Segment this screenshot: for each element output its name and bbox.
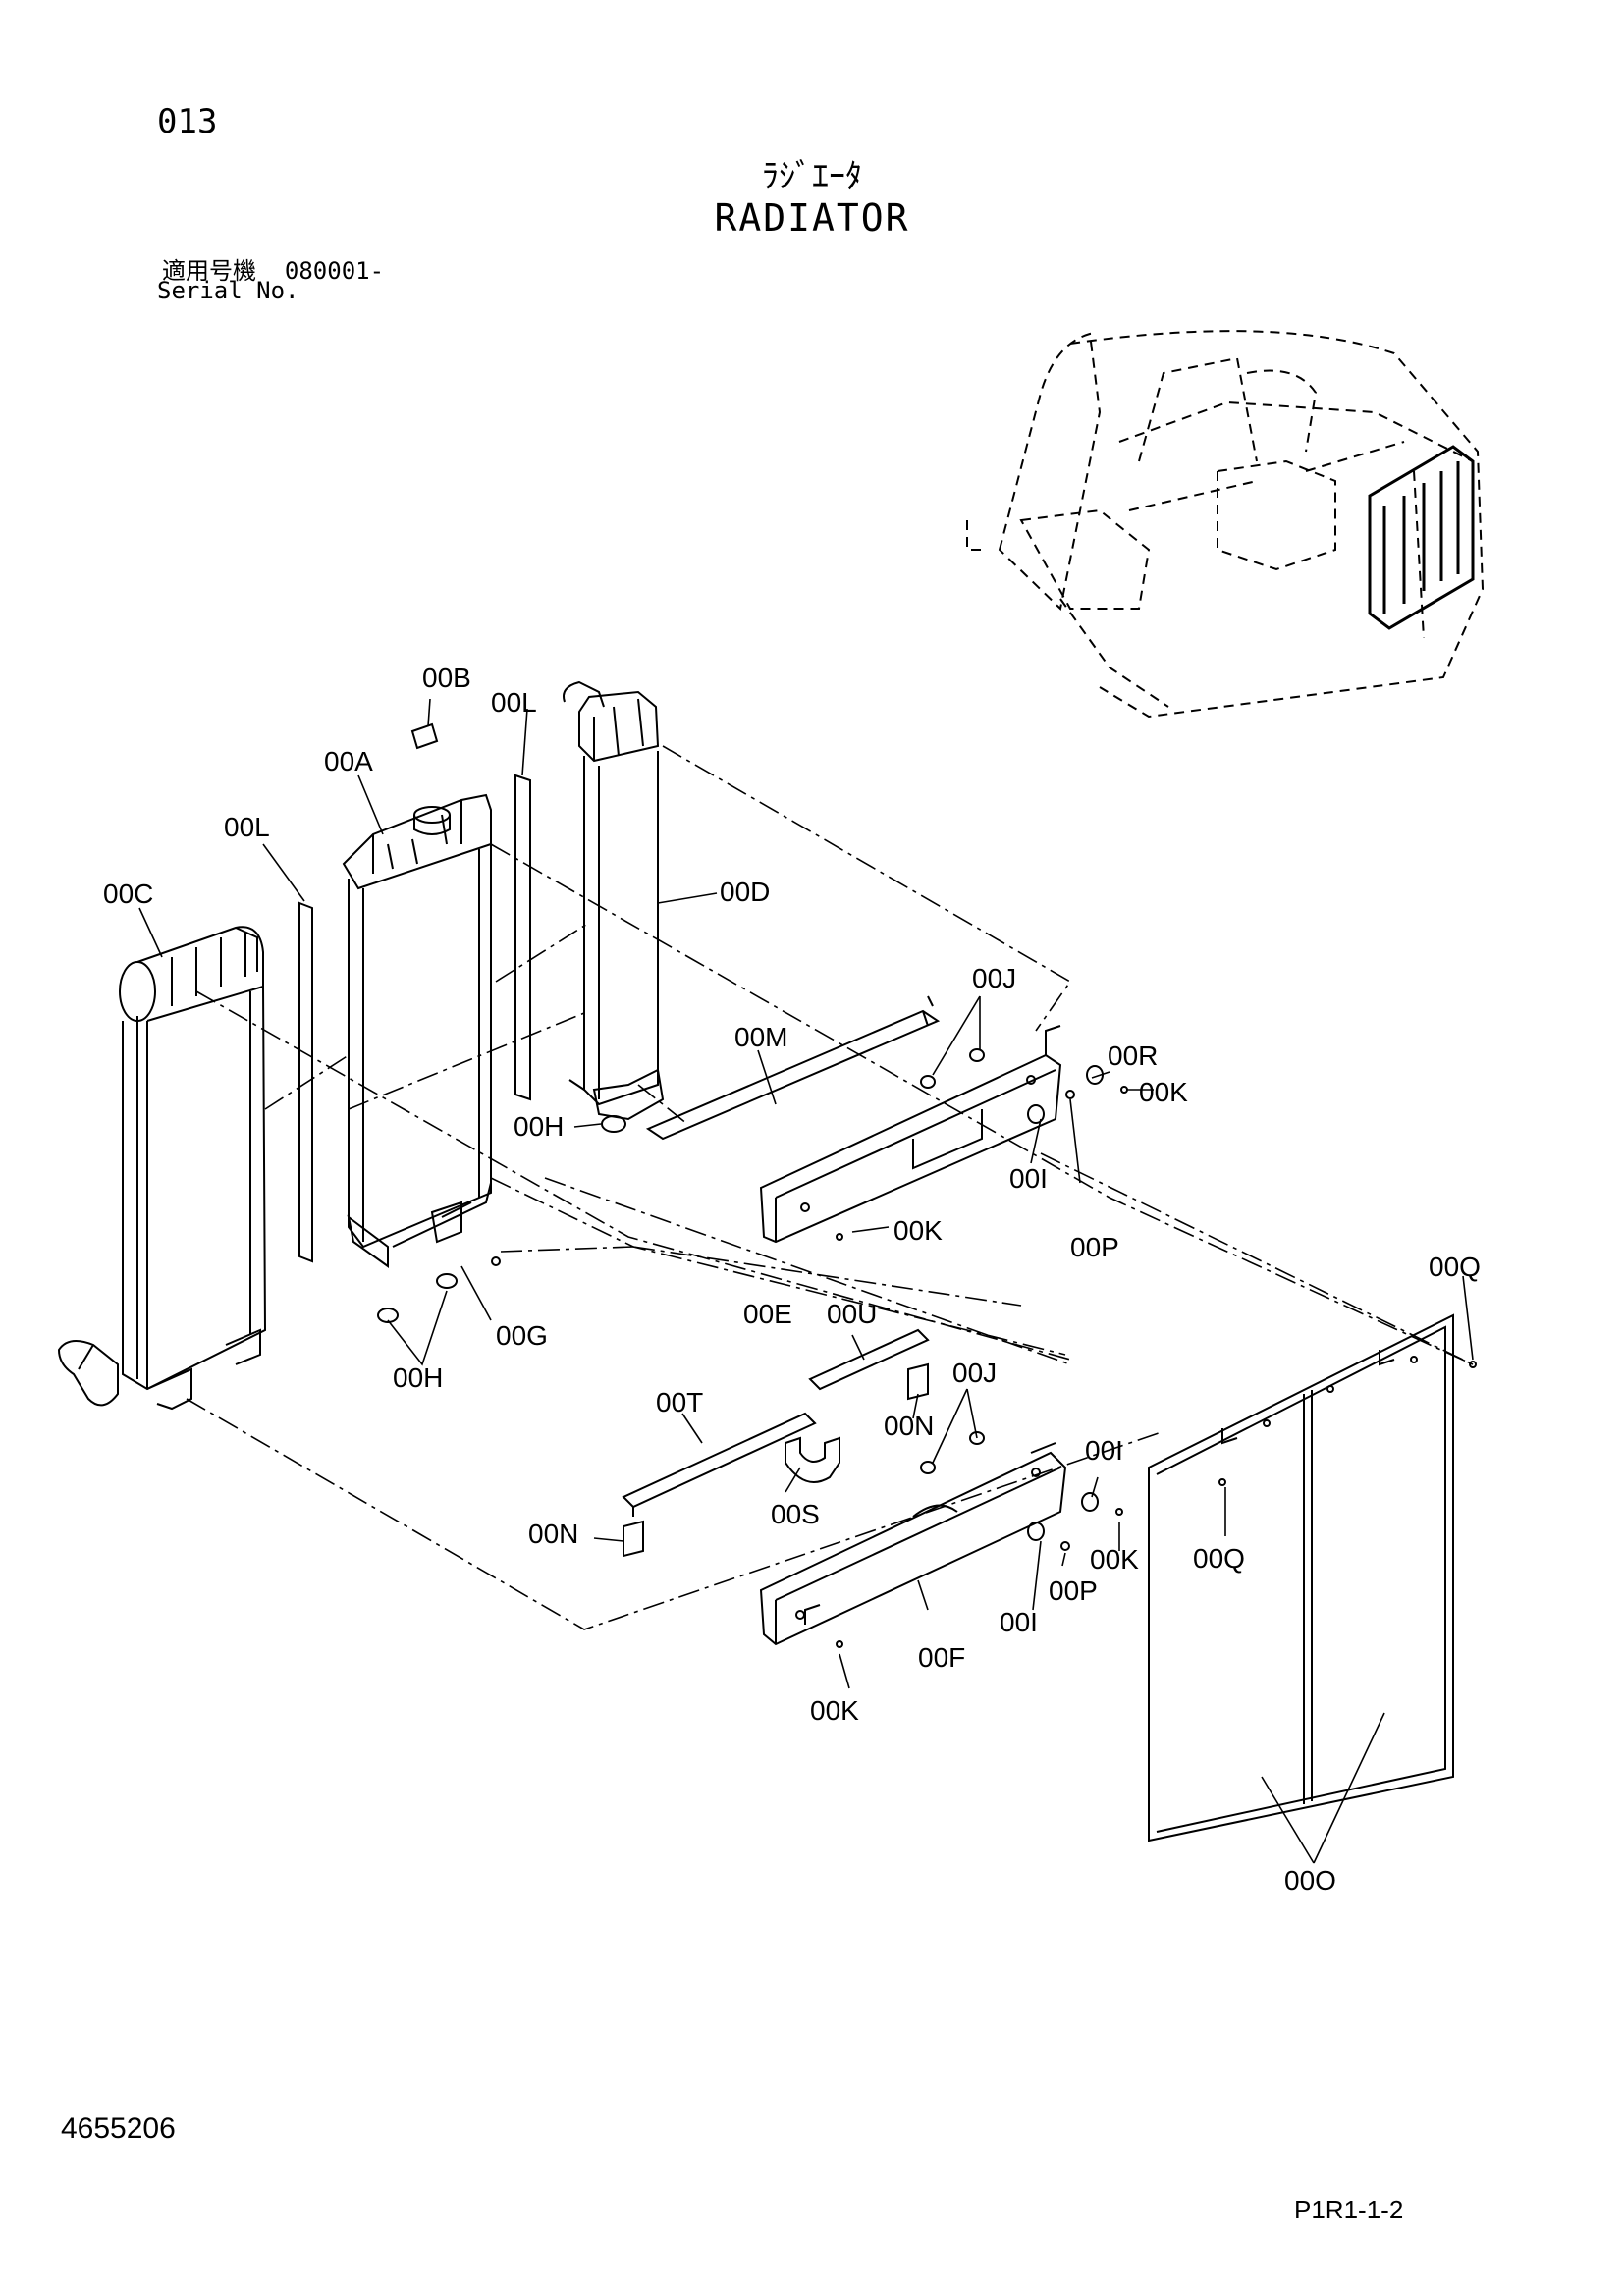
callout-00i-lower: 00I — [1000, 1607, 1038, 1637]
callout-00a: 00A — [324, 746, 373, 776]
document-number: 4655206 — [61, 2112, 176, 2145]
callout-00i-right: 00I — [1085, 1435, 1123, 1466]
part-00A-radiator — [342, 793, 492, 1268]
excavator-inset — [966, 330, 1485, 719]
inset-radiator-highlight — [1368, 445, 1475, 630]
part-00D-cooler — [563, 680, 665, 1133]
callout-00k-lower: 00K — [810, 1695, 859, 1726]
callout-00c: 00C — [103, 879, 153, 909]
callout-00p-lower: 00P — [1049, 1575, 1098, 1606]
callout-00g: 00G — [496, 1320, 548, 1351]
callout-00p-upper: 00P — [1070, 1232, 1119, 1262]
callout-00l-lower: 00L — [224, 812, 270, 842]
callout-00s: 00S — [771, 1499, 820, 1529]
callout-00o: 00O — [1284, 1865, 1336, 1896]
part-00T-strip — [622, 1412, 817, 1517]
callout-00r: 00R — [1108, 1041, 1158, 1071]
part-00S-clip — [785, 1436, 840, 1483]
part-00E-bracket — [759, 995, 1062, 1244]
callout-00l-upper: 00L — [491, 687, 537, 718]
part-00N-blocks — [623, 1362, 929, 1558]
serial-value: 080001- — [284, 257, 385, 285]
callout-00b: 00B — [422, 663, 471, 693]
callout-00f: 00F — [918, 1642, 965, 1673]
sheet-code: P1R1-1-2 — [1294, 2195, 1404, 2224]
callout-labels: 00B 00A 00L 00L 00C 00D 00J 00M 00R 00K … — [103, 663, 1481, 1896]
serial-label-jp: 適用号機 — [162, 257, 256, 285]
callout-00e: 00E — [743, 1299, 792, 1329]
callout-00m: 00M — [734, 1022, 787, 1052]
leader-lines — [138, 698, 1474, 1864]
serial-line: 適用号機 080001- — [162, 251, 384, 286]
title-japanese: ﾗｼﾞｴｰﾀ — [762, 157, 862, 196]
part-00C-core — [57, 926, 267, 1411]
callout-00j-upper: 00J — [972, 963, 1016, 993]
callout-00k-upper-mid: 00K — [893, 1215, 943, 1246]
part-00L-seals — [298, 774, 531, 1263]
serial-label-en: Serial No. — [157, 277, 299, 304]
part-00B-cap — [410, 722, 439, 750]
callout-00u: 00U — [827, 1299, 877, 1329]
callout-00j-lower: 00J — [952, 1358, 997, 1388]
part-00F-bracket — [759, 1442, 1067, 1646]
part-00U-strip — [808, 1328, 930, 1391]
callout-00i-upper: 00I — [1009, 1163, 1048, 1194]
callout-00n-upper: 00N — [884, 1411, 934, 1441]
callout-00q-right: 00Q — [1429, 1252, 1481, 1282]
callout-00t: 00T — [656, 1387, 703, 1417]
part-00O-screen — [1148, 1313, 1454, 1842]
callout-00q-lower: 00Q — [1193, 1543, 1245, 1574]
callout-00h-lower: 00H — [393, 1362, 443, 1393]
callout-00k-lower-right: 00K — [1090, 1544, 1139, 1575]
alignment-lines — [186, 745, 1474, 1630]
callout-00n-lower: 00N — [528, 1519, 578, 1549]
part-00M-strip — [645, 1009, 941, 1141]
title-english: RADIATOR — [714, 196, 910, 240]
callout-00k-upper-right: 00K — [1139, 1077, 1188, 1107]
callout-00h-upper: 00H — [514, 1111, 564, 1142]
callout-00d: 00D — [720, 877, 770, 907]
page-number: 013 — [157, 102, 218, 141]
